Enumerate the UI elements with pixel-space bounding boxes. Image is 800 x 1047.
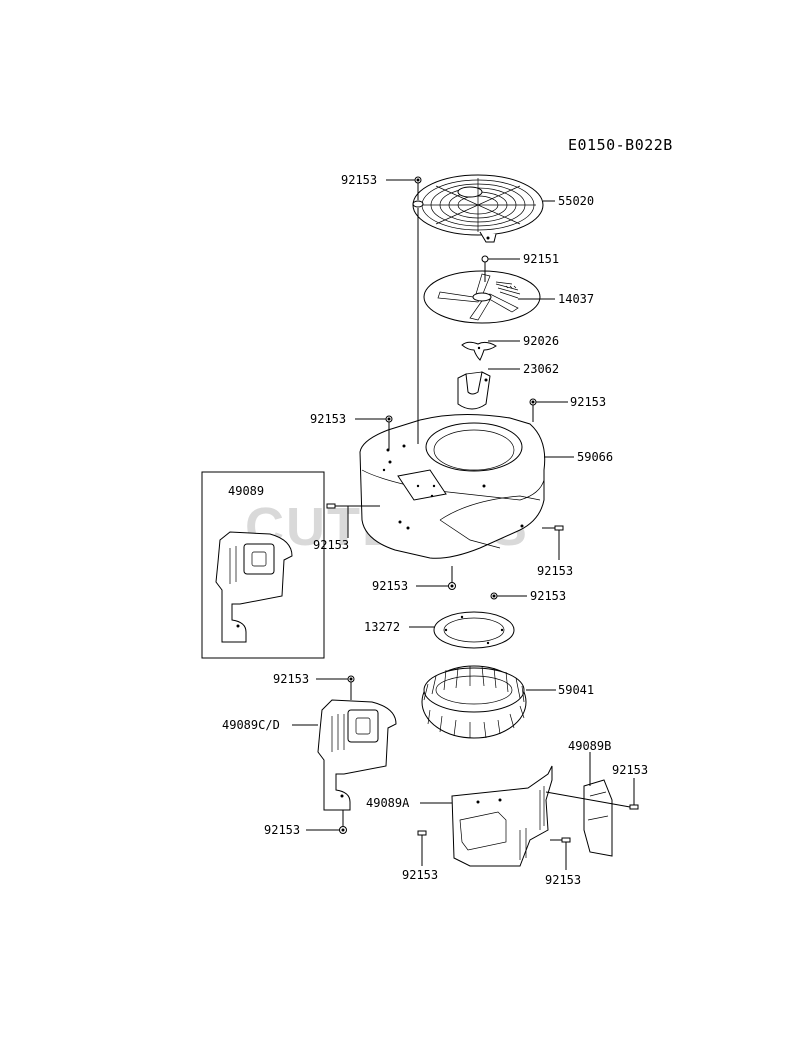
bolt-92153-h[interactable] [629,804,639,810]
label-23062: 23062 [523,362,559,376]
diagram-code: E0150-B022B [568,136,673,154]
label-92153-e: 92153 [372,579,408,593]
bolt-92153-e[interactable] [448,566,456,590]
fan-housing-59066[interactable] [359,413,546,559]
label-92153-b: 92153 [570,395,606,409]
label-55020: 55020 [558,194,594,208]
label-92153-c: 92153 [313,538,349,552]
bolt-92153-j[interactable] [339,826,347,834]
label-49089: 49089 [228,484,264,498]
label-92153-a: 92153 [310,412,346,426]
label-59066: 59066 [577,450,613,464]
label-92153-k: 92153 [545,873,581,887]
label-92153-f: 92153 [530,589,566,603]
label-49089a: 49089A [366,796,410,810]
label-92153-d: 92153 [537,564,573,578]
label-92153-j: 92153 [264,823,300,837]
label-92026: 92026 [523,334,559,348]
bolt-92153-i[interactable] [417,830,427,836]
label-92153-h: 92153 [612,763,648,777]
leader-lines [292,179,635,870]
inset-box-49089 [201,471,325,659]
cover-49089b[interactable] [583,779,613,857]
bolt-92153-top[interactable] [414,176,422,184]
label-92151: 92151 [523,252,559,266]
bolt-92153-g[interactable] [347,675,355,683]
label-14037: 14037 [558,292,594,306]
bolt-92153-k[interactable] [561,837,571,843]
label-49089b: 49089B [568,739,611,753]
bolt-92153-a[interactable] [385,415,393,423]
label-13272: 13272 [364,620,400,634]
label-92153-i: 92153 [402,868,438,882]
part-labels: 92153 55020 92151 14037 92026 23062 9215… [222,173,648,887]
fan-screen-55020[interactable] [412,174,544,243]
bolt-92153-d[interactable] [554,525,564,531]
screen-tab [412,200,424,208]
cover-49089a[interactable] [451,765,553,867]
bracket-92026[interactable] [461,341,497,361]
label-49089cd: 49089C/D [222,718,280,732]
fan-14037[interactable] [423,270,541,324]
flywheel-fan-59041[interactable] [421,665,527,739]
cover-49089cd[interactable] [317,699,397,811]
label-59041: 59041 [558,683,594,697]
plate-13272[interactable] [433,611,515,649]
bolt-92153-f[interactable] [490,592,498,600]
holder-23062[interactable] [457,371,491,410]
label-92153-top: 92153 [341,173,377,187]
bolt-92153-b[interactable] [529,398,537,406]
bolt-92153-c[interactable] [326,503,336,509]
label-92153-g: 92153 [273,672,309,686]
cover-49089[interactable] [215,531,293,643]
